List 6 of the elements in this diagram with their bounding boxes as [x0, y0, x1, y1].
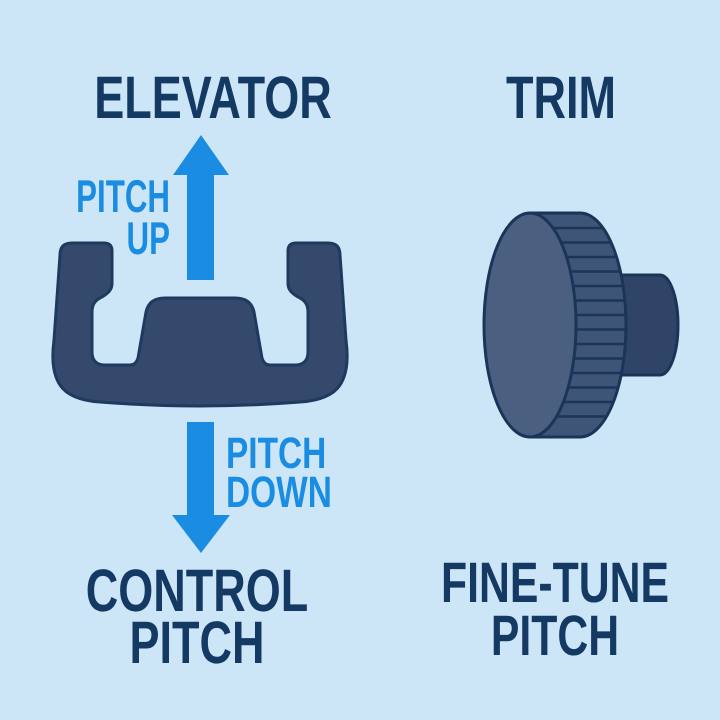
section-heading: TRIM	[505, 68, 617, 128]
caption-text: CONTROL PITCH	[84, 565, 310, 669]
caption-text: FINE-TUNE PITCH	[440, 557, 670, 663]
section-heading: ELEVATOR	[93, 68, 333, 128]
direction-label: PITCH DOWN	[226, 434, 333, 512]
direction-label: PITCH UP	[75, 175, 170, 259]
